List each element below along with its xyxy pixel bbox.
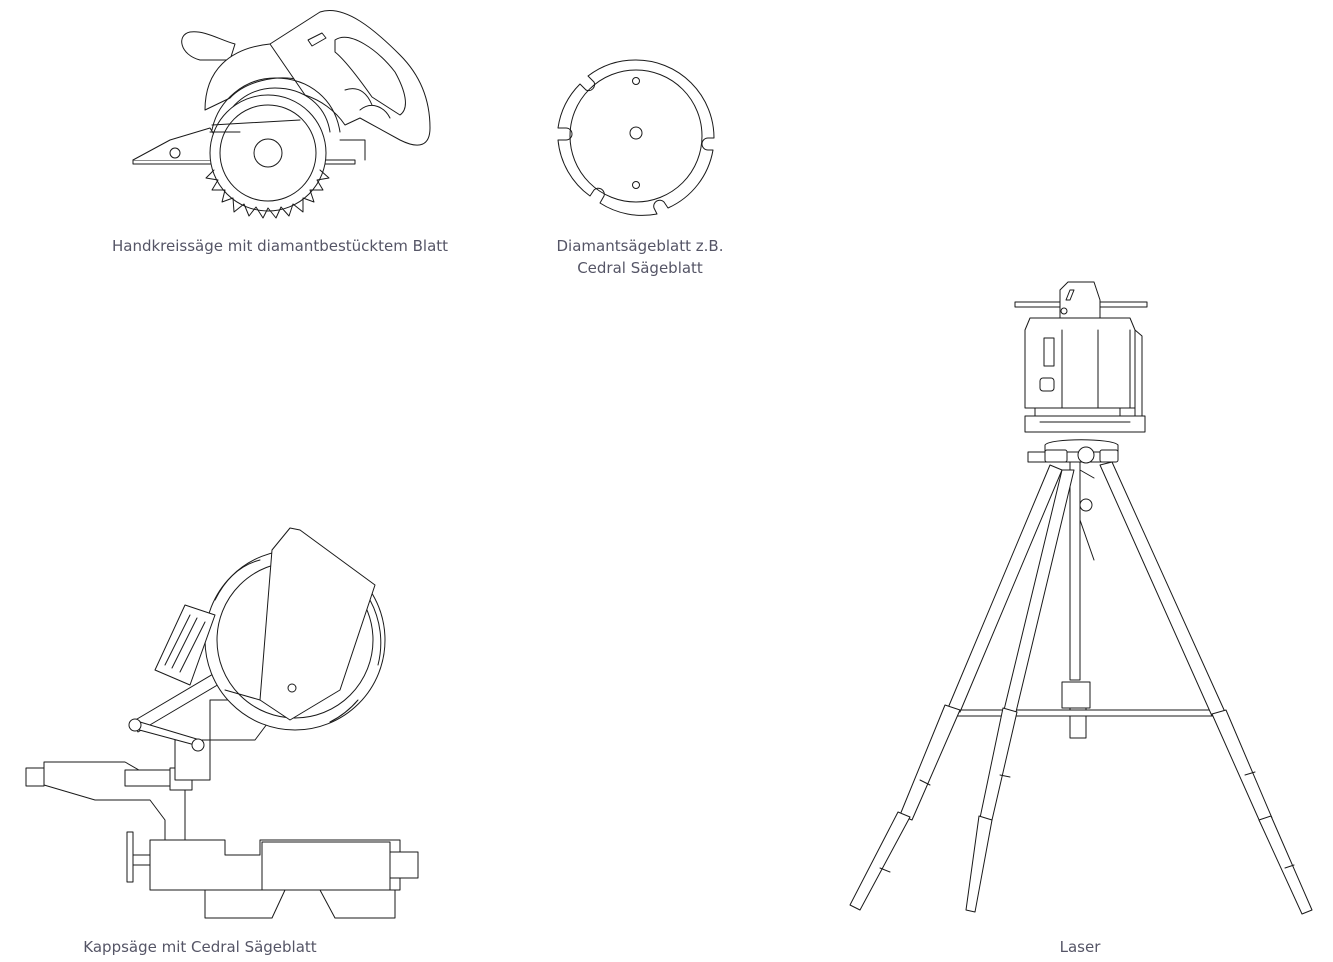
caption-saw-blade-line-1: Diamantsägeblatt z.B. bbox=[556, 237, 724, 255]
laser-tripod-drawing bbox=[850, 282, 1312, 914]
caption-saw-blade: Diamantsägeblatt z.B. Cedral Sägeblatt bbox=[520, 235, 760, 279]
circular-saw-drawing bbox=[133, 11, 430, 218]
caption-circular-saw: Handkreissäge mit diamantbestücktem Blat… bbox=[111, 237, 449, 255]
caption-laser: Laser bbox=[1059, 938, 1101, 956]
caption-miter-saw: Kappsäge mit Cedral Sägeblatt bbox=[83, 938, 317, 956]
caption-saw-blade-line-2: Cedral Sägeblatt bbox=[577, 259, 703, 277]
miter-saw-drawing bbox=[26, 528, 418, 918]
saw-blade-drawing bbox=[558, 60, 714, 215]
